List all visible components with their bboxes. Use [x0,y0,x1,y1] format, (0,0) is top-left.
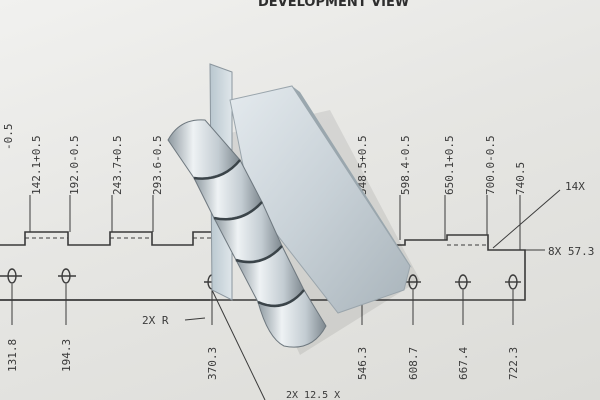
dim-bottom-3: 546.3 [356,347,369,380]
dim-top-2: 192.0-0.5 [68,135,81,195]
dim-top-3: 243.7+0.5 [111,135,124,195]
dim-bottom-1: 194.3 [60,339,73,372]
dim-bottom-6: 722.3 [507,347,520,380]
dim-bottom-5: 667.4 [457,347,470,380]
leader-lines [184,189,561,400]
drawing-title: DEVELOPMENT VIEW [258,0,409,10]
dim-top-5: 548.5+0.5 [356,135,369,195]
knuckle-gaps [193,159,305,308]
top-dimensions: -0.5 142.1+0.5 192.0-0.5 243.7+0.5 293.6… [2,124,527,196]
dim-top-1: 142.1+0.5 [30,135,43,195]
hinge-leaf-edge [292,86,412,268]
dim-bottom-4: 608.7 [407,347,420,380]
dim-bottom-0: 131.8 [6,339,19,372]
callout-right-count: 14X [565,180,585,193]
dim-top-4: 293.6-0.5 [151,135,164,195]
callout-hole-radius: 2X R [142,314,169,327]
dim-top-0: -0.5 [2,124,15,151]
dim-top-7: 650.1+0.5 [443,135,456,195]
callout-right-dim: 8X 57.3 [548,245,594,258]
bottom-dimensions: 131.8 194.3 370.3 546.3 608.7 667.4 722.… [6,339,520,380]
dim-bottom-2: 370.3 [206,347,219,380]
dim-top-8: 700.0-0.5 [484,135,497,195]
callout-bottom-partial: 2X 12.5 X [286,390,340,400]
dim-top-9: 740.5 [514,162,527,195]
dim-top-6: 598.4-0.5 [399,135,412,195]
top-extension-lines [29,195,521,250]
